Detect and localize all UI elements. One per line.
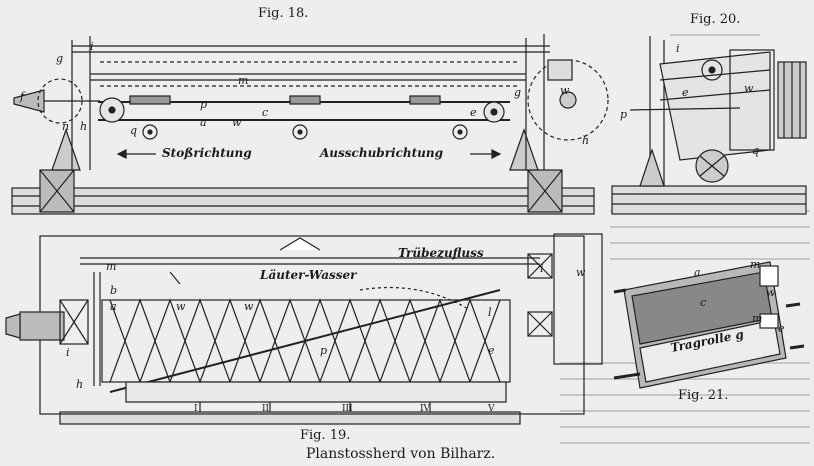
- fig18-letter: g: [514, 86, 522, 99]
- fig19-letter: a: [110, 300, 117, 313]
- fig19-letter: w: [176, 300, 186, 313]
- page-caption: Planstossherd von Bilharz.: [306, 446, 496, 462]
- fig19-top-label: Trübezufluss: [398, 246, 484, 260]
- fig21-label: Fig. 21.: [678, 388, 729, 403]
- fig18-label: Fig. 18.: [258, 6, 309, 21]
- fig19-letter: w: [576, 266, 586, 279]
- fig20-label: Fig. 20.: [690, 12, 741, 27]
- fig18-letter: a: [200, 116, 207, 129]
- fig18-letter: q: [130, 124, 138, 137]
- roman-numeral: I: [194, 404, 198, 414]
- fig18-letter: h: [80, 120, 88, 133]
- fig20-letter: i: [676, 42, 680, 55]
- fig18-letter: i: [90, 40, 94, 53]
- fig20-letter: q: [752, 144, 760, 157]
- roman-numeral: V: [488, 404, 495, 414]
- fig18-letter: g: [56, 52, 64, 65]
- fig19-letter: m: [106, 260, 117, 273]
- fig18-arrow-right-label: Ausschubrichtung: [320, 146, 443, 160]
- fig19-letter: h: [76, 378, 84, 391]
- fig18-letter: m: [238, 74, 249, 87]
- fig21-letter: c: [700, 296, 707, 309]
- fig18-letter: c: [262, 106, 269, 119]
- fig18-letter: w: [232, 116, 242, 129]
- fig19-letter: b: [110, 284, 118, 297]
- fig21-letter: w: [766, 286, 776, 299]
- fig19-water-label: Läuter-Wasser: [260, 268, 357, 282]
- roman-numeral: II: [262, 404, 270, 414]
- fig19-letter: l: [488, 306, 492, 319]
- fig18-letter: n: [62, 120, 70, 133]
- fig19-letter: i: [66, 346, 70, 359]
- fig18-letter: w: [560, 84, 570, 97]
- fig18-letter: p: [200, 98, 208, 111]
- fig21-letter: a: [694, 266, 701, 279]
- fig21-letter: m: [752, 312, 763, 325]
- fig21-letter: m: [750, 258, 761, 271]
- fig20-letter: w: [744, 82, 754, 95]
- fig18-arrow-left-label: Stoßrichtung: [162, 146, 252, 160]
- fig20-letter: e: [682, 86, 689, 99]
- roman-numeral: IV: [420, 404, 431, 414]
- fig19-letter: i: [540, 262, 544, 275]
- fig21-letter: e: [778, 322, 785, 335]
- fig19-letter: p: [320, 344, 328, 357]
- fig19-letter: w: [244, 300, 254, 313]
- roman-numeral: III: [342, 404, 353, 414]
- fig18-letter: e: [470, 106, 477, 119]
- fig20-letter: p: [620, 108, 628, 121]
- fig18-letter: f: [20, 90, 25, 103]
- fig18-letter: h: [582, 134, 590, 147]
- fig19-letter: e: [488, 344, 495, 357]
- fig19-label: Fig. 19.: [300, 428, 351, 443]
